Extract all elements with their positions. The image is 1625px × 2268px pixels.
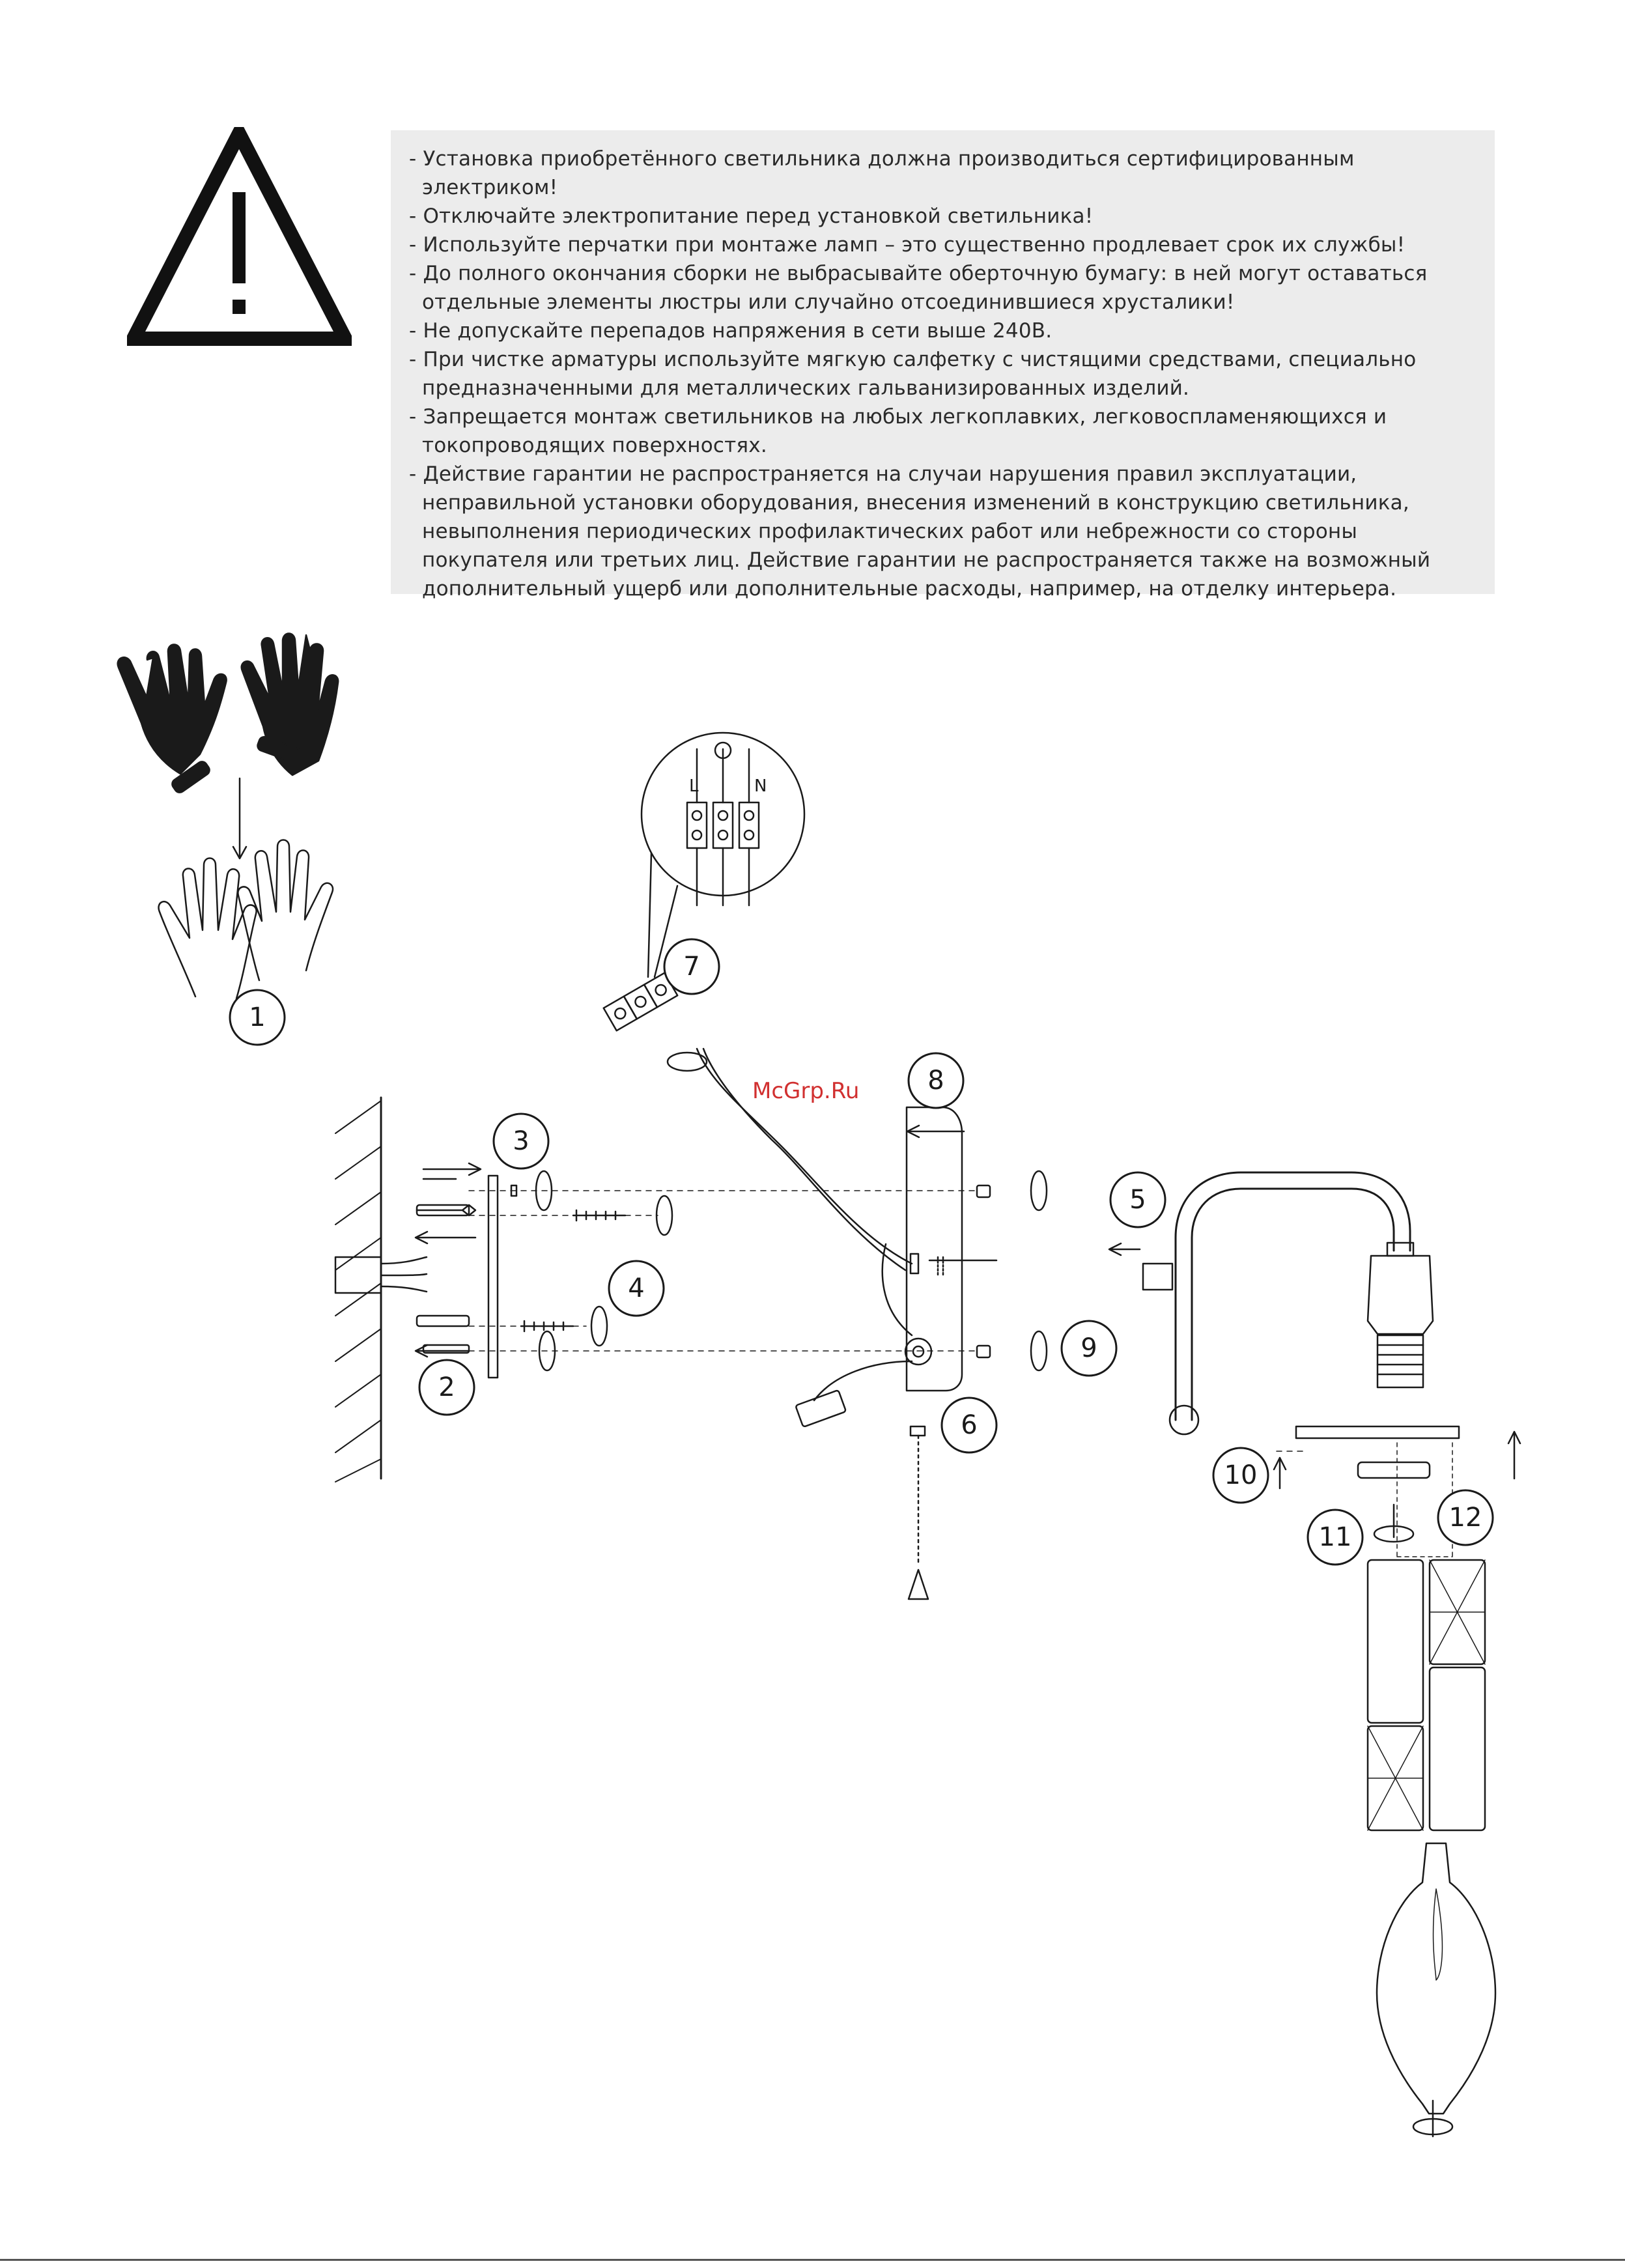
callout-3: 3 — [492, 1113, 550, 1170]
callout-4-number: 4 — [628, 1273, 644, 1303]
safety-notice: - Установка приобретённого светильника д… — [391, 130, 1495, 601]
callout-1: 1 — [229, 989, 286, 1046]
notice-item: - Используйте перчатки при монтаже ламп … — [409, 233, 1406, 257]
notice-list: - Установка приобретённого светильника д… — [409, 145, 1479, 603]
notice-item: - Запрещается монтаж светильников на люб… — [409, 405, 1387, 457]
callout-2-number: 2 — [438, 1372, 455, 1402]
callout-7: 7 — [663, 938, 720, 995]
notice-item: - Отключайте электропитание перед устано… — [409, 205, 1094, 228]
terminal-label-l: L — [689, 776, 699, 796]
callout-6-number: 6 — [961, 1410, 977, 1440]
notice-item: - Не допускайте перепадов напряжения в с… — [409, 319, 1053, 343]
callout-8: 8 — [907, 1052, 965, 1109]
notice-item: - До полного окончания сборки не выбрасы… — [409, 262, 1428, 314]
callout-11-number: 11 — [1319, 1522, 1352, 1552]
footer-divider — [0, 2259, 1625, 2261]
callout-9: 9 — [1060, 1320, 1118, 1377]
callout-3-number: 3 — [513, 1126, 529, 1156]
callout-5-number: 5 — [1129, 1185, 1146, 1215]
warning-triangle-icon — [127, 127, 352, 346]
callout-1-number: 1 — [249, 1002, 265, 1032]
notice-item: - Установка приобретённого светильника д… — [409, 147, 1355, 199]
callout-11: 11 — [1307, 1509, 1364, 1566]
notice-item: - При чистке арматуры используйте мягкую… — [409, 348, 1417, 400]
callout-12-number: 12 — [1449, 1503, 1482, 1533]
gloves-icon — [117, 632, 339, 793]
callout-5: 5 — [1109, 1171, 1166, 1228]
callout-6: 6 — [940, 1396, 998, 1454]
notice-item: - Действие гарантии не распространяется … — [409, 462, 1431, 601]
callout-10-number: 10 — [1224, 1460, 1258, 1490]
watermark: McGrp.Ru — [752, 1078, 860, 1104]
callout-9-number: 9 — [1081, 1333, 1097, 1363]
callout-4: 4 — [608, 1260, 665, 1317]
callout-2: 2 — [418, 1359, 475, 1416]
callout-7-number: 7 — [683, 952, 699, 982]
terminal-label-n: N — [754, 776, 767, 796]
assembly-diagram: L N 1 2 3 4 5 6 7 8 9 10 11 12 — [117, 632, 1521, 2138]
callout-10: 10 — [1212, 1447, 1269, 1504]
callout-8-number: 8 — [927, 1066, 944, 1096]
callout-12: 12 — [1437, 1489, 1494, 1546]
